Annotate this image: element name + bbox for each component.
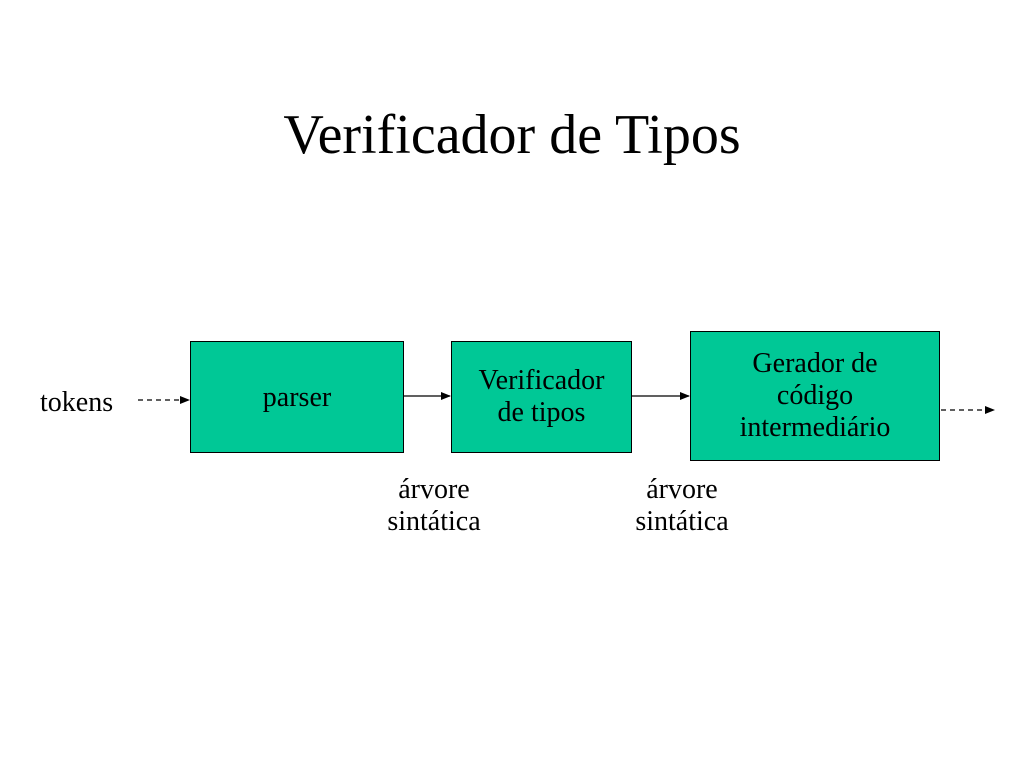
verificador-box: Verificador de tipos	[451, 341, 632, 453]
parser-box: parser	[190, 341, 404, 453]
verificador-label-line1: Verificador	[478, 365, 605, 396]
gerador-label-line1: Gerador de	[752, 348, 878, 379]
gerador-label-line2: código	[776, 380, 854, 411]
edge-label-2-line1: árvore	[646, 474, 718, 505]
slide-title: Verificador de Tipos	[283, 104, 741, 166]
gerador-box: Gerador de código intermediário	[690, 331, 940, 461]
edge-label-1-line2: sintática	[387, 506, 481, 537]
edge-label-1: árvore sintática	[354, 474, 514, 538]
edge-label-1-line1: árvore	[398, 474, 470, 505]
parser-label: parser	[262, 382, 332, 413]
edge-label-2-line2: sintática	[635, 506, 729, 537]
edge-label-2: árvore sintática	[602, 474, 762, 538]
gerador-label-line3: intermediário	[739, 412, 891, 443]
verificador-label-line2: de tipos	[497, 397, 586, 428]
tokens-label: tokens	[40, 387, 114, 418]
